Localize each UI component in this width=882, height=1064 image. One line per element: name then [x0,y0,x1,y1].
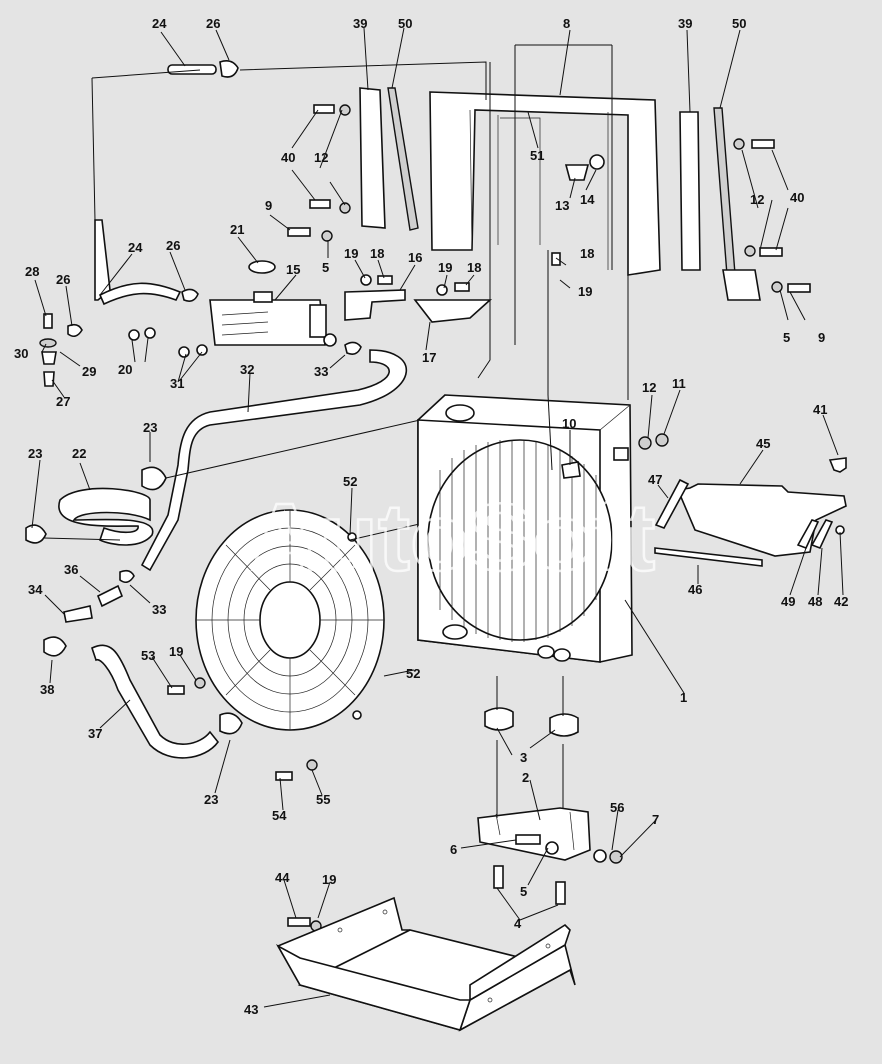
callout-8: 8 [563,16,570,31]
callout-48: 48 [808,594,822,609]
callout-31: 31 [170,376,184,391]
callout-39: 39 [353,16,367,31]
callout-33: 33 [314,364,328,379]
callout-17: 17 [422,350,436,365]
callout-12: 12 [750,192,764,207]
hose-part-24 [91,60,487,306]
callout-54: 54 [272,808,287,823]
callout-55: 55 [316,792,330,807]
callout-12: 12 [314,150,328,165]
callout-38: 38 [40,682,54,697]
bracket-part-16 [344,289,406,321]
callout-23: 23 [28,446,42,461]
bottom-tray-part-43 [275,896,576,1032]
callout-10: 10 [562,416,576,431]
callout-9: 9 [265,198,272,213]
callout-32: 32 [240,362,254,377]
callout-30: 30 [14,346,28,361]
callout-27: 27 [56,394,70,409]
callout-2: 2 [522,770,529,785]
callout-15: 15 [286,262,300,277]
seal-strip-left-part-39 [359,87,419,231]
callout-47: 47 [648,472,662,487]
bolts-lower-group [167,677,322,932]
watermark: AutoSoft [250,484,655,591]
callout-leaders [31,27,844,1008]
callout-40: 40 [281,150,295,165]
callout-42: 42 [834,594,848,609]
callout-3: 3 [520,750,527,765]
callout-49: 49 [781,594,795,609]
radiator-core-part-1 [417,394,669,663]
callout-50: 50 [398,16,412,31]
callout-40: 40 [790,190,804,205]
callout-24: 24 [128,240,143,255]
cover-plate-part-45 [654,457,847,567]
shroud-frame-part-8 [429,91,661,276]
callout-19: 19 [438,260,452,275]
callout-51: 51 [530,148,544,163]
callout-50: 50 [732,16,746,31]
callout-26: 26 [56,272,70,287]
bracket-part-17 [413,299,493,323]
callout-26: 26 [206,16,220,31]
callout-18: 18 [370,246,384,261]
callout-24: 24 [152,16,167,31]
callout-19: 19 [344,246,358,261]
callout-19: 19 [322,872,336,887]
callout-39: 39 [678,16,692,31]
expansion-tank-part-15 [209,260,337,347]
hose-part-37 [43,569,220,759]
callout-44: 44 [275,870,290,885]
callout-12: 12 [642,380,656,395]
callout-16: 16 [408,250,422,265]
callout-45: 45 [756,436,770,451]
callout-18: 18 [580,246,594,261]
callout-4: 4 [514,916,522,931]
callout-9: 9 [818,330,825,345]
callout-5: 5 [783,330,790,345]
callout-29: 29 [82,364,96,379]
hose-part-22 [25,419,421,546]
callout-5: 5 [520,884,527,899]
callout-46: 46 [688,582,702,597]
callout-13: 13 [555,198,569,213]
fittings-left-group [39,252,561,387]
callout-1: 1 [680,690,687,705]
callout-52: 52 [406,666,420,681]
callout-19: 19 [578,284,592,299]
callout-22: 22 [72,446,86,461]
hose-part-32 [140,349,408,572]
callout-14: 14 [580,192,595,207]
callout-52: 52 [343,474,357,489]
callout-53: 53 [141,648,155,663]
callout-36: 36 [64,562,78,577]
bolts-upper-frame [287,104,811,301]
callout-34: 34 [28,582,43,597]
callout-43: 43 [244,1002,258,1017]
callout-labels: 24 26 39 50 8 39 50 40 12 51 13 14 12 40… [14,16,848,1017]
seal-strip-right-part-39 [679,107,736,276]
fan-guard-part-52 [195,509,481,731]
callout-5: 5 [322,260,329,275]
callout-41: 41 [813,402,827,417]
callout-23: 23 [204,792,218,807]
callout-20: 20 [118,362,132,377]
callout-26: 26 [166,238,180,253]
callout-21: 21 [230,222,244,237]
mount-bracket-part-2 [477,676,623,905]
callout-18: 18 [467,260,481,275]
callout-19: 19 [169,644,183,659]
callout-56: 56 [610,800,624,815]
callout-37: 37 [88,726,102,741]
callout-23: 23 [143,420,157,435]
callout-11: 11 [672,376,686,391]
callout-7: 7 [652,812,659,827]
callout-28: 28 [25,264,39,279]
assembly-lines [477,44,629,471]
callout-6: 6 [450,842,457,857]
callout-33: 33 [152,602,166,617]
